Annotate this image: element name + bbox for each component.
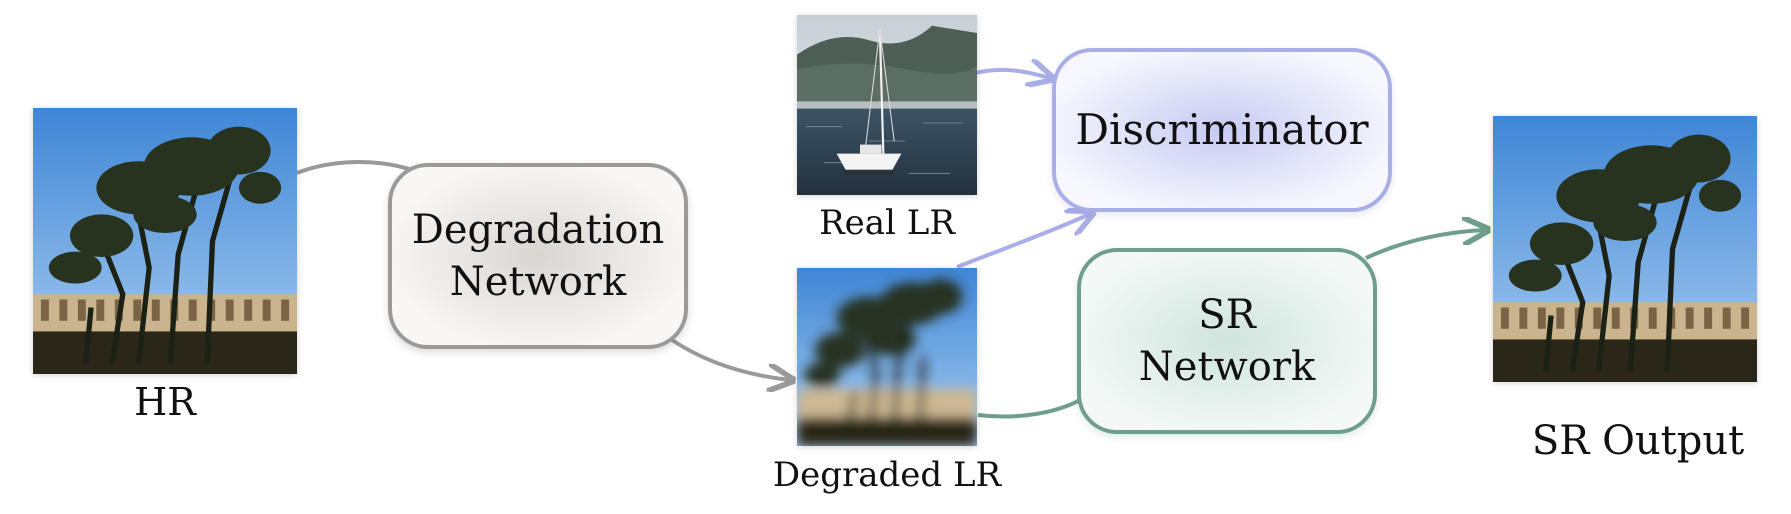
sr-network-title-line1: SR xyxy=(1198,292,1256,338)
sr-output-label: SR Output xyxy=(1531,418,1745,464)
degraded-lr-label: Degraded LR xyxy=(772,455,1002,495)
sr-output-image xyxy=(1493,116,1757,382)
sr-network-box: SR Network xyxy=(1077,248,1377,434)
arrow-degraded-lr-to-sr-network xyxy=(977,398,1081,419)
degradation-network-title-line1: Degradation xyxy=(411,207,665,253)
tree-and-colosseum-photo xyxy=(33,108,297,374)
sailboat-on-lake-photo xyxy=(797,15,977,195)
arrow-sr-network-to-output xyxy=(1365,230,1485,260)
discriminator-box: Discriminator xyxy=(1052,48,1392,212)
arrow-degradation-to-degraded-lr xyxy=(670,338,790,380)
hr-label: HR xyxy=(134,380,196,424)
arrow-hr-to-degradation xyxy=(296,160,413,175)
tree-and-colosseum-photo xyxy=(1493,116,1757,382)
degradation-network-box: Degradation Network xyxy=(388,163,688,349)
arrow-degraded-lr-to-discriminator xyxy=(956,214,1090,269)
sr-network-title-line2: Network xyxy=(1138,344,1316,390)
arrow-real-lr-to-discriminator xyxy=(974,70,1050,78)
hr-image xyxy=(33,108,297,374)
blurred-tree-and-colosseum-photo xyxy=(797,268,977,446)
degradation-network-title-line2: Network xyxy=(449,259,627,305)
degraded-lr-image xyxy=(797,268,977,446)
real-lr-label: Real LR xyxy=(819,203,955,243)
discriminator-title: Discriminator xyxy=(1075,104,1369,154)
real-lr-image xyxy=(797,15,977,195)
